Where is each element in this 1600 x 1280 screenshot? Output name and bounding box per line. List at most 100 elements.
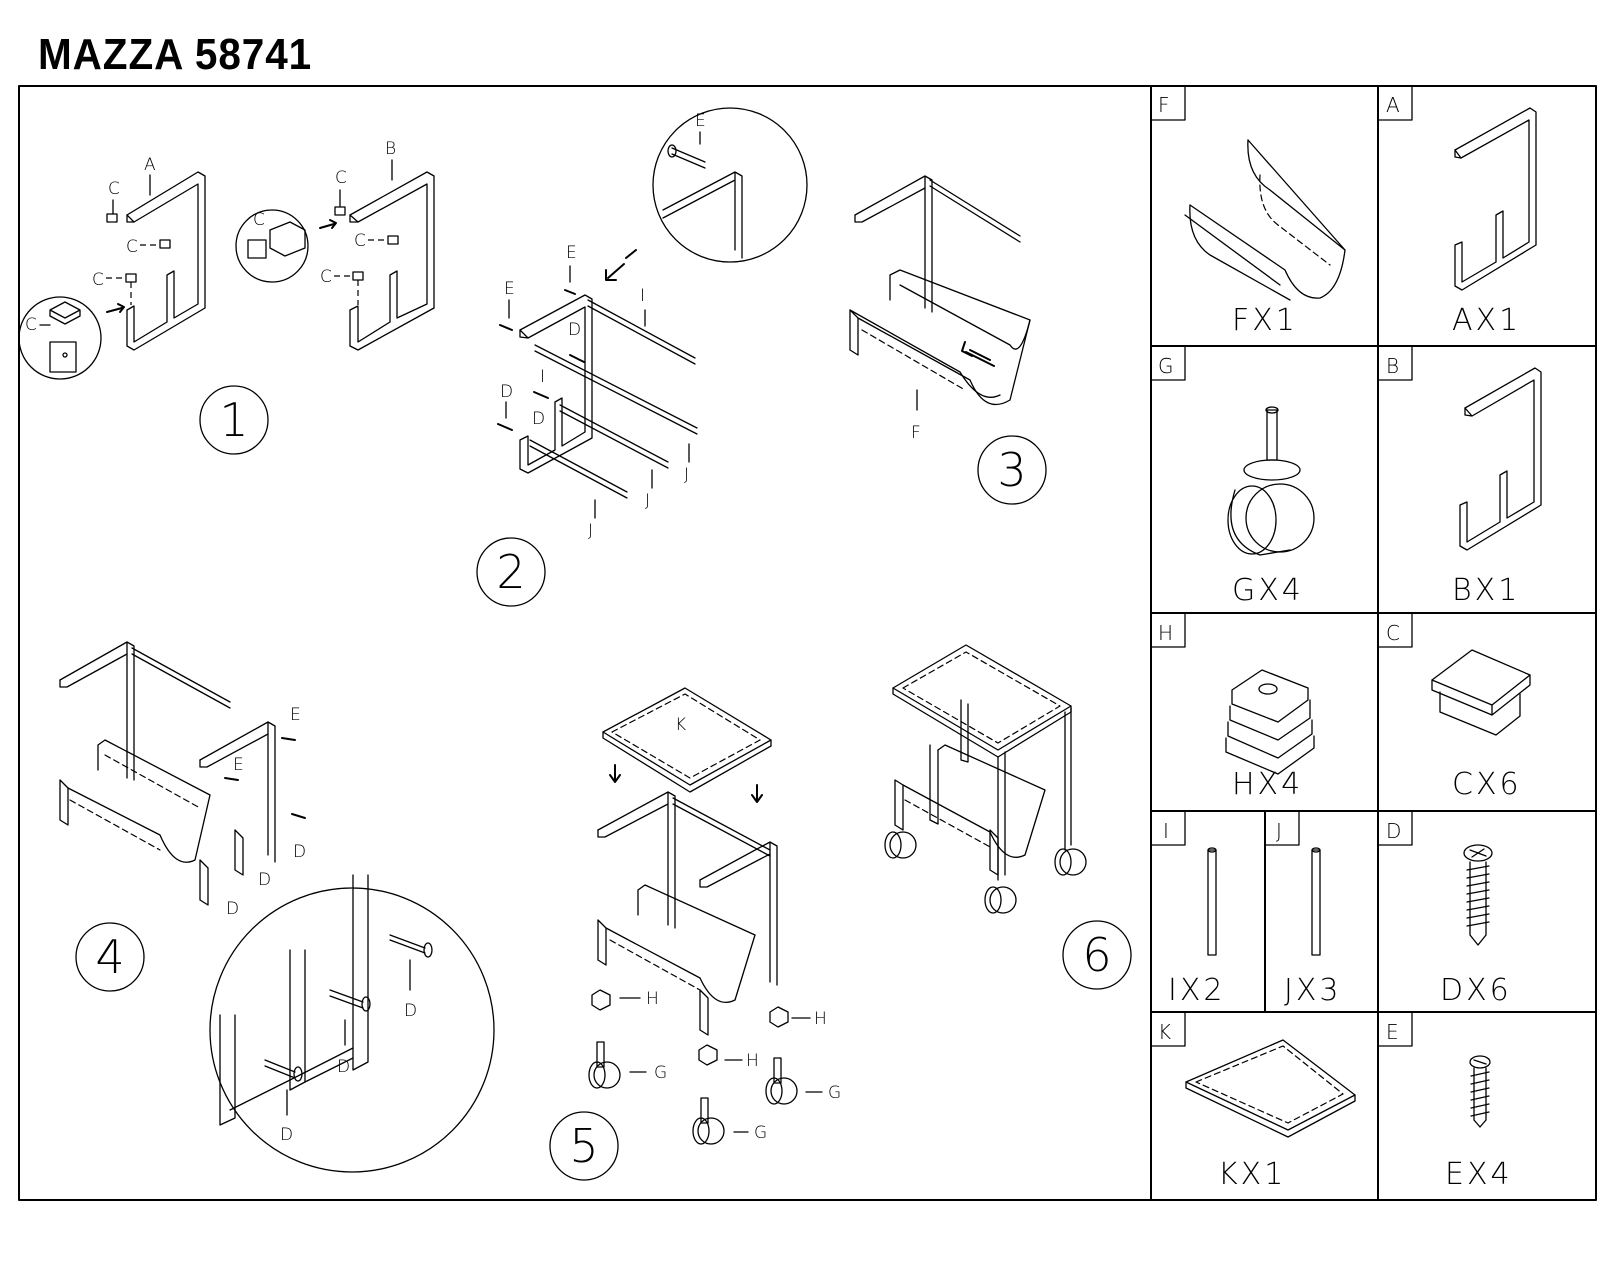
part-cell-f: F FX1 [1150, 85, 1346, 338]
screw-e-icon [1469, 1055, 1491, 1128]
svg-text:C: C [92, 270, 104, 290]
svg-text:C: C [354, 231, 366, 251]
svg-text:G: G [1158, 354, 1174, 378]
svg-text:I: I [1163, 819, 1169, 843]
caster-wheels [588, 1041, 798, 1145]
parts-grid [1150, 85, 1597, 1201]
svg-text:D: D [258, 870, 271, 890]
svg-text:HX4: HX4 [1232, 767, 1303, 802]
svg-text:GX4: GX4 [1232, 573, 1304, 608]
svg-text:AX1: AX1 [1452, 303, 1521, 338]
frame-a-drawing [126, 171, 206, 351]
svg-text:6: 6 [1082, 928, 1111, 982]
svg-text:C: C [126, 237, 138, 257]
svg-text:DX6: DX6 [1440, 973, 1512, 1008]
svg-text:FX1: FX1 [1232, 303, 1298, 338]
svg-text:D: D [404, 1001, 417, 1021]
tube-i-icon [1207, 847, 1217, 956]
step-1-diagram: A C C C C B C C C [18, 139, 435, 380]
frame-b-drawing [349, 171, 435, 351]
step-4-diagram: E E D D D D D D [59, 641, 495, 1173]
svg-text:A: A [1386, 93, 1400, 117]
svg-text:EX4: EX4 [1445, 1157, 1513, 1192]
svg-text:D: D [293, 842, 306, 862]
svg-text:A: A [144, 155, 156, 175]
step-2-diagram: E E I D I D D J J J E [497, 107, 808, 541]
step-5-badge: 5 [549, 1111, 619, 1181]
svg-text:G: G [654, 1063, 667, 1083]
part-cell-j: J JX3 [1264, 810, 1342, 1008]
part-cell-d: D DX6 [1377, 810, 1512, 1008]
detail-circle-screw-e [652, 107, 808, 263]
svg-text:H: H [646, 989, 659, 1009]
detail-circle-cap [18, 296, 102, 380]
svg-text:1: 1 [219, 393, 248, 447]
end-cap-icon [1431, 649, 1531, 736]
part-cell-k: K KX1 [1150, 1011, 1356, 1192]
svg-text:E: E [1386, 1020, 1399, 1044]
svg-text:E: E [566, 243, 577, 263]
step-3-badge: 3 [977, 435, 1047, 505]
svg-text:I: I [640, 286, 645, 306]
step-2-badge: 2 [476, 537, 546, 607]
svg-text:D: D [500, 382, 513, 402]
svg-text:BX1: BX1 [1452, 573, 1520, 608]
svg-text:D: D [532, 409, 545, 429]
svg-text:C: C [253, 210, 265, 230]
svg-text:F: F [1158, 93, 1170, 117]
svg-text:2: 2 [496, 545, 525, 599]
part-cell-i: I IX2 [1150, 810, 1226, 1008]
step-3-diagram: F [849, 175, 1031, 443]
step-6-badge: 6 [1062, 920, 1132, 990]
svg-text:K: K [1158, 1020, 1171, 1044]
svg-text:E: E [233, 755, 244, 775]
step-5-diagram: K H H H [588, 687, 841, 1145]
svg-text:C: C [25, 315, 37, 335]
svg-text:IX2: IX2 [1168, 973, 1226, 1008]
part-cell-c: C CX6 [1377, 612, 1531, 802]
frame-a-icon [1454, 107, 1537, 291]
svg-text:K: K [675, 715, 686, 735]
detail-circle-cap-b [235, 209, 309, 283]
screw-d-icon [1463, 844, 1493, 946]
svg-text:D: D [568, 320, 581, 340]
svg-text:D: D [1386, 819, 1401, 843]
svg-text:3: 3 [997, 443, 1026, 497]
step-1-badge: 1 [199, 385, 269, 455]
part-cell-h: H HX4 [1150, 612, 1315, 802]
svg-text:H: H [1158, 621, 1173, 645]
part-cell-e: E EX4 [1377, 1011, 1513, 1192]
step-4-badge: 4 [75, 922, 145, 992]
svg-text:JX3: JX3 [1284, 973, 1342, 1008]
svg-text:CX6: CX6 [1452, 767, 1522, 802]
leveler-feet [591, 989, 789, 1066]
assembled-wheels [884, 831, 1087, 914]
detail-circle-screws-d [209, 887, 495, 1173]
svg-text:J: J [1276, 819, 1282, 843]
svg-text:C: C [335, 168, 347, 188]
svg-text:B: B [385, 139, 396, 159]
svg-text:J: J [684, 465, 689, 485]
leveling-foot-icon [1225, 669, 1315, 775]
part-cell-g: G GX4 [1150, 345, 1315, 608]
svg-text:D: D [337, 1057, 350, 1077]
svg-text:F: F [911, 423, 921, 443]
document-title: MAZZA 58741 [38, 30, 313, 79]
svg-text:H: H [814, 1009, 827, 1029]
svg-text:KX1: KX1 [1218, 1157, 1286, 1192]
svg-text:D: D [226, 899, 239, 919]
svg-text:4: 4 [95, 930, 124, 984]
svg-text:5: 5 [569, 1119, 598, 1173]
part-cell-a: A AX1 [1377, 85, 1537, 338]
svg-text:C: C [1386, 621, 1400, 645]
svg-text:E: E [695, 111, 706, 131]
svg-text:J: J [588, 521, 593, 541]
main-frame-border [18, 85, 1597, 1201]
fabric-holder-icon [1184, 139, 1346, 301]
svg-text:E: E [504, 279, 515, 299]
svg-text:I: I [540, 367, 545, 387]
svg-text:E: E [290, 705, 301, 725]
svg-text:G: G [828, 1083, 841, 1103]
svg-text:B: B [1386, 354, 1399, 378]
